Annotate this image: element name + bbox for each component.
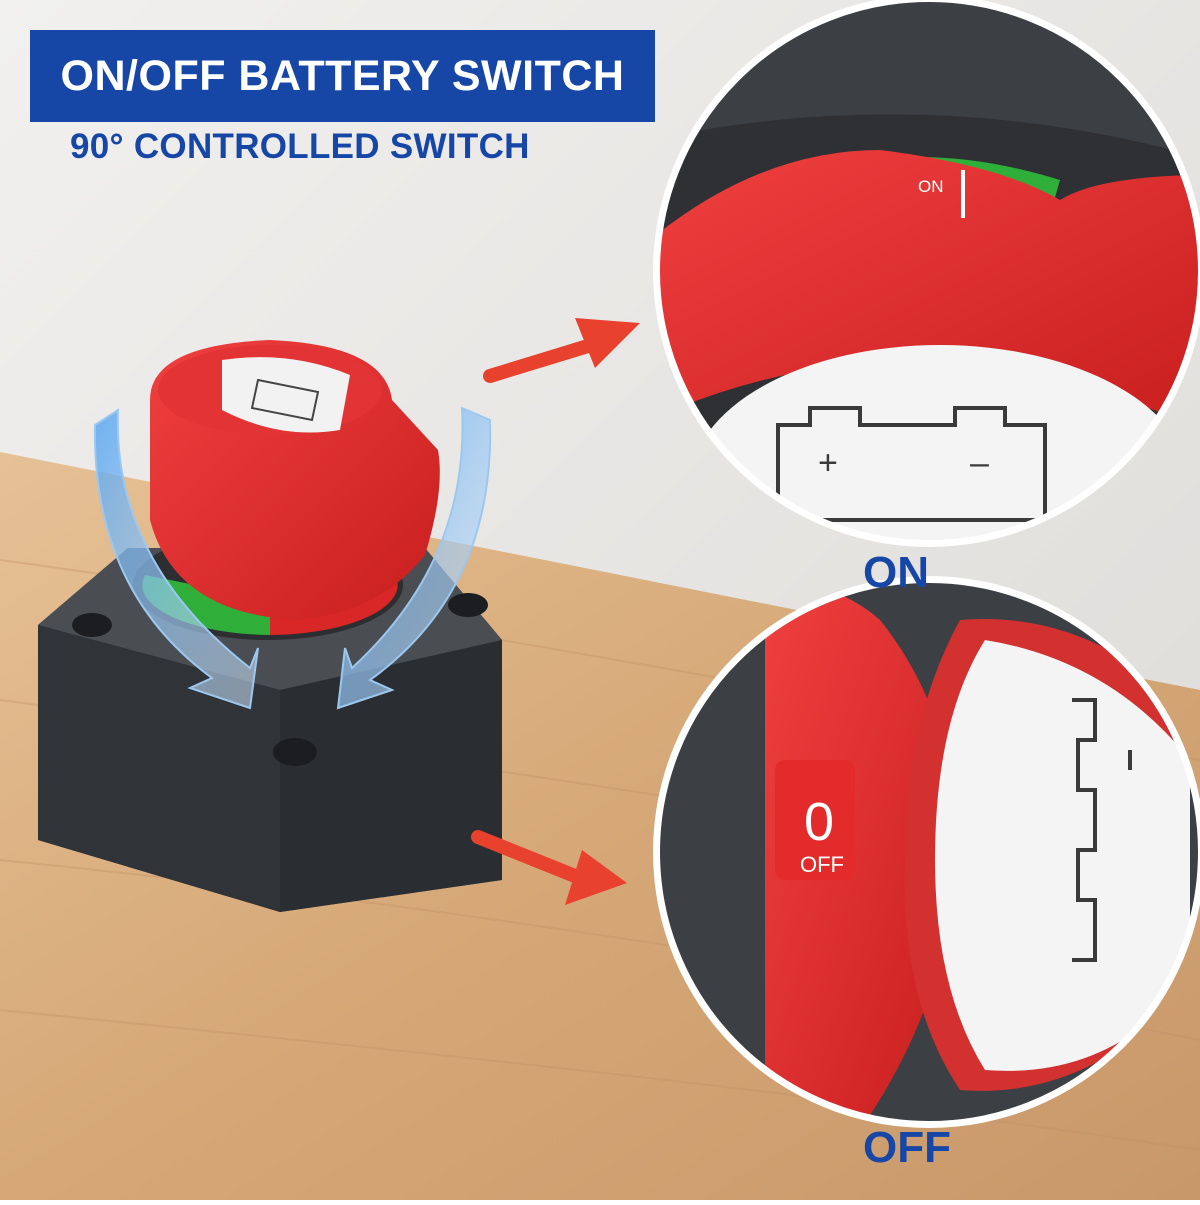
banner-title: ON/OFF BATTERY SWITCH	[60, 51, 625, 100]
battery-cap-closeup	[690, 345, 1190, 543]
off-indicator-window	[775, 760, 855, 880]
mounting-hole	[72, 613, 112, 637]
off-state-label: OFF	[863, 1123, 951, 1172]
mounting-hole	[448, 593, 488, 617]
pointer-arrow-off	[471, 830, 627, 905]
dial-on-segment	[142, 575, 270, 635]
dial-off-number: 0	[804, 792, 834, 852]
on-state-label: ON	[863, 548, 929, 597]
rotation-arrow-left	[93, 408, 259, 710]
dial-off-text: OFF	[800, 852, 844, 877]
dial-on-text: ON	[918, 177, 944, 196]
battery-cap	[222, 357, 350, 433]
battery-minus-sign: –	[970, 444, 989, 482]
battery-symbol	[1072, 698, 1132, 962]
pointer-arrow-on	[483, 318, 640, 383]
title-banner: ON/OFF BATTERY SWITCH	[30, 30, 655, 122]
battery-cap-closeup	[935, 640, 1190, 1071]
mounting-hole	[273, 738, 317, 766]
zoom-on-detail	[653, 0, 1200, 547]
on-marker-line	[961, 170, 965, 218]
zoom-off-detail	[653, 576, 1200, 1128]
subtitle: 90° CONTROLLED SWITCH	[70, 127, 530, 166]
rotation-arrow-right	[336, 406, 492, 710]
battery-plus-sign: +	[818, 444, 838, 482]
rotary-knob	[150, 340, 440, 620]
